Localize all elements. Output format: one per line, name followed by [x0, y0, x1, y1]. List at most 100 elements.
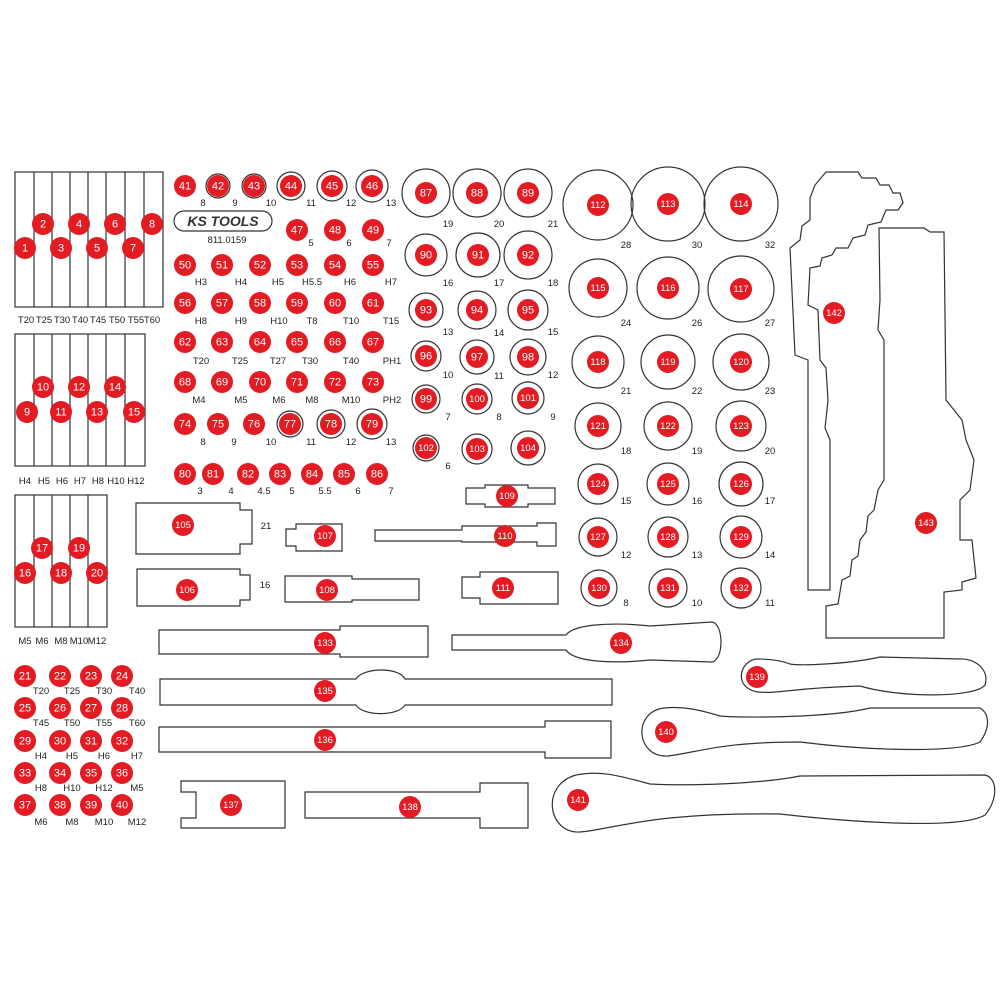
marker-48-dot [324, 219, 346, 241]
label-bits-r1-0: T45 [33, 718, 49, 729]
marker-110-dot [494, 525, 516, 547]
label-lsock-r4-1: 16 [692, 496, 703, 507]
label-grid-r6-5: 13 [386, 437, 397, 448]
marker-112-number: 112 [590, 200, 605, 211]
marker-21-dot [14, 665, 36, 687]
label-bits-r3-3: M5 [130, 783, 143, 794]
marker-123-dot [730, 415, 752, 437]
marker-38: 38 [49, 794, 71, 816]
marker-74-dot [174, 413, 196, 435]
marker-43-number: 43 [248, 181, 260, 193]
marker-46-dot [361, 175, 383, 197]
marker-33-dot [14, 762, 36, 784]
marker-15: 15 [123, 401, 145, 423]
marker-52-number: 52 [254, 260, 266, 272]
marker-70-number: 70 [254, 377, 266, 389]
marker-143-dot [915, 512, 937, 534]
marker-90-number: 90 [420, 250, 432, 262]
marker-37-number: 37 [19, 800, 31, 812]
label-spline-4: M12 [88, 636, 106, 647]
marker-83: 83 [269, 463, 291, 485]
marker-37: 37 [14, 794, 36, 816]
marker-33-number: 33 [19, 768, 31, 780]
marker-89-dot [517, 182, 539, 204]
marker-88-dot [466, 182, 488, 204]
marker-24: 24 [111, 665, 133, 687]
marker-67-dot [362, 331, 384, 353]
marker-35: 35 [80, 762, 102, 784]
marker-26-dot [49, 697, 71, 719]
marker-2-number: 2 [40, 219, 46, 231]
marker-142: 142 [823, 302, 845, 324]
label-lsock-r4-0: 15 [621, 496, 632, 507]
marker-53-number: 53 [291, 260, 303, 272]
marker-113-number: 113 [660, 199, 675, 210]
marker-106-dot [176, 579, 198, 601]
marker-36: 36 [111, 762, 133, 784]
marker-71-number: 71 [291, 377, 303, 389]
marker-136-dot [314, 729, 336, 751]
label-grid-r7-0: 3 [197, 486, 202, 497]
marker-122-dot [657, 415, 679, 437]
label-torx-1: T25 [36, 315, 52, 326]
marker-102: 102 [415, 437, 437, 459]
marker-32-dot [111, 730, 133, 752]
label-lsock-r4-2: 17 [765, 496, 776, 507]
label-msock-c2-2: 14 [494, 328, 505, 339]
label-grid-r5-4: M10 [342, 395, 360, 406]
marker-97-dot [466, 346, 488, 368]
brand-logo: KS TOOLS [187, 213, 259, 229]
marker-76: 76 [243, 413, 265, 435]
marker-38-dot [49, 794, 71, 816]
marker-27-dot [80, 697, 102, 719]
marker-140-dot [655, 721, 677, 743]
marker-50: 50 [174, 254, 196, 276]
marker-12-number: 12 [73, 382, 85, 394]
marker-93-dot [415, 299, 437, 321]
marker-105-number: 105 [175, 520, 191, 531]
marker-24-dot [111, 665, 133, 687]
marker-31: 31 [80, 730, 102, 752]
marker-23-number: 23 [85, 671, 97, 683]
marker-20-number: 20 [91, 568, 103, 580]
marker-36-number: 36 [116, 768, 128, 780]
label-lsock-r6-1: 10 [692, 598, 703, 609]
tray-outlines [14, 166, 996, 833]
label-lsock-r1-0: 24 [621, 318, 632, 329]
marker-113: 113 [657, 193, 679, 215]
label-bits-r1-2: T55 [96, 718, 112, 729]
label-spline-0: M5 [18, 636, 31, 647]
marker-37-dot [14, 794, 36, 816]
marker-59-number: 59 [291, 298, 303, 310]
marker-87-dot [415, 182, 437, 204]
marker-100-dot [466, 388, 488, 410]
label-spline-1: M6 [35, 636, 48, 647]
marker-143-number: 143 [918, 518, 934, 529]
marker-30: 30 [49, 730, 71, 752]
marker-81: 81 [202, 463, 224, 485]
marker-78: 78 [320, 413, 342, 435]
label-grid-r2-1: H4 [235, 277, 247, 288]
marker-55-dot [362, 254, 384, 276]
label-bits-r0-2: T30 [96, 686, 112, 697]
marker-135: 135 [314, 680, 336, 702]
label-msock-c3-3: 12 [548, 370, 559, 381]
marker-58: 58 [249, 292, 271, 314]
marker-64-dot [249, 331, 271, 353]
label-bits-r0-0: T20 [33, 686, 49, 697]
marker-88-number: 88 [471, 188, 483, 200]
label-grid-r4-2: T27 [270, 356, 286, 367]
marker-142-dot [823, 302, 845, 324]
label-msock-c2-4: 8 [496, 412, 501, 423]
marker-3: 3 [50, 237, 72, 259]
marker-86-dot [366, 463, 388, 485]
label-bits-r0-3: T40 [129, 686, 145, 697]
label-grid-r2-2: H5 [272, 277, 284, 288]
label-grid-r6-1: 9 [231, 437, 236, 448]
marker-13-dot [86, 401, 108, 423]
marker-74: 74 [174, 413, 196, 435]
label-bits-r1-1: T50 [64, 718, 80, 729]
marker-18: 18 [50, 562, 72, 584]
marker-120-number: 120 [733, 357, 749, 368]
